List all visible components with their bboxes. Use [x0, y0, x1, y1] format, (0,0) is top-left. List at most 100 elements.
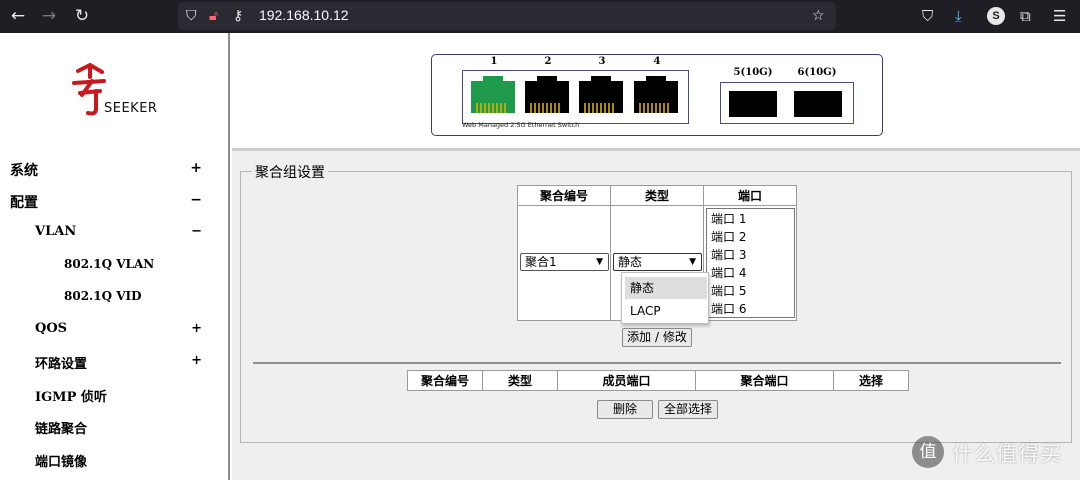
browser-toolbar: ← → ↻ ⛉ 🔓︎ ⚷ 192.168.10.12 ☆ ⛉ ⤓ S ⧉ ☰	[0, 0, 1080, 33]
port-4-icon	[634, 76, 678, 113]
menu-icon[interactable]: ☰	[1053, 7, 1067, 25]
column-header: 成员端口	[557, 370, 696, 391]
switch-status-area: 1 2 3 4	[232, 33, 1080, 151]
port-number: 2	[544, 56, 552, 67]
pocket-icon[interactable]: ⛉	[922, 7, 934, 25]
port-listbox[interactable]: 端口 1 端口 2 端口 3 端口 4 端口 5 端口 6	[706, 208, 795, 318]
port-option[interactable]: 端口 1	[711, 212, 747, 226]
menu-label: VLAN	[35, 224, 77, 239]
column-header: 端口	[703, 185, 797, 206]
column-header: 选择	[833, 370, 909, 391]
menu-label: 802.1Q VID	[64, 289, 142, 303]
switch-model-caption: Web Managed 2.5G Ethernet Switch	[462, 121, 580, 129]
column-header: 聚合编号	[517, 185, 611, 206]
extensions-icon[interactable]: ⧉	[1020, 7, 1031, 25]
menu-label: 系统	[10, 163, 38, 179]
expand-icon[interactable]: +	[190, 160, 202, 176]
menu-label: 链路聚合	[35, 422, 88, 437]
menu-label: IGMP 侦听	[35, 390, 107, 405]
group-cell: 聚合1 ▼	[517, 205, 611, 321]
type-dropdown-menu: 静态 LACP	[621, 272, 709, 324]
aggregation-fieldset: 聚合组设置 聚合编号 类型 端口 聚合1 ▼ 静态 ▼	[240, 162, 1072, 443]
main-content: 1 2 3 4	[232, 33, 1080, 480]
port-number: 1	[490, 56, 498, 67]
site-watermark: 值 什么值得买	[912, 436, 1080, 470]
group-select[interactable]: 聚合1 ▼	[520, 253, 609, 271]
type-option-lacp[interactable]: LACP	[630, 304, 661, 318]
menu-label: 配置	[10, 195, 38, 211]
chevron-down-icon: ▼	[689, 257, 696, 267]
port-2-icon	[525, 76, 569, 113]
sidebar: SEEKER 系统 + 配置 − VLAN − 802.1Q VLAN 802.…	[0, 33, 230, 480]
port-number: 3	[598, 56, 606, 67]
insecure-lock-icon[interactable]: 🔓︎	[209, 8, 219, 24]
menu-igmp[interactable]: IGMP 侦听	[0, 386, 228, 406]
bookmark-star-icon[interactable]: ☆	[812, 8, 825, 24]
sfp-port-number: 5(10G)	[733, 67, 773, 78]
address-bar[interactable]: ⛉ 🔓︎ ⚷ 192.168.10.12 ☆	[178, 2, 836, 30]
seeker-logo: SEEKER	[70, 62, 160, 123]
menu-label: 环路设置	[35, 357, 88, 372]
port-number: 4	[653, 56, 661, 67]
collapse-icon[interactable]: −	[191, 224, 202, 239]
port-option[interactable]: 端口 2	[711, 230, 747, 244]
section-title: 聚合组设置	[252, 162, 328, 182]
aggregation-config-table: 聚合编号 类型 端口 聚合1 ▼ 静态 ▼	[517, 185, 797, 321]
type-option-static[interactable]: 静态	[625, 277, 707, 299]
aggregation-group-table: 聚合编号 类型 成员端口 聚合端口 选择	[407, 370, 909, 391]
type-select[interactable]: 静态 ▼	[613, 253, 702, 271]
url-text[interactable]: 192.168.10.12	[259, 7, 349, 23]
expand-icon[interactable]: +	[191, 321, 202, 336]
column-header: 聚合端口	[695, 370, 834, 391]
add-modify-button[interactable]: 添加 / 修改	[622, 328, 692, 347]
menu-8021q-vlan[interactable]: 802.1Q VLAN	[0, 257, 228, 277]
menu-vlan[interactable]: VLAN −	[0, 224, 228, 244]
sfp-port-group: 5(10G) 6(10G)	[720, 67, 854, 124]
port-3-icon	[579, 76, 623, 113]
watermark-logo: 值	[912, 436, 944, 468]
column-header: 聚合编号	[407, 370, 483, 391]
forward-icon[interactable]: →	[41, 6, 57, 26]
sfp-port-5-icon	[729, 91, 777, 117]
logo-wordmark: SEEKER	[104, 101, 158, 116]
menu-link-aggregation[interactable]: 链路聚合	[0, 418, 228, 438]
reload-icon[interactable]: ↻	[74, 6, 90, 26]
port-cell: 端口 1 端口 2 端口 3 端口 4 端口 5 端口 6	[703, 205, 797, 321]
menu-loop[interactable]: 环路设置 +	[0, 353, 228, 373]
port-option[interactable]: 端口 5	[711, 284, 747, 298]
column-header: 类型	[610, 185, 704, 206]
chevron-down-icon: ▼	[596, 257, 603, 267]
account-avatar[interactable]: S	[987, 7, 1005, 25]
switch-front-panel: 1 2 3 4	[431, 54, 883, 136]
group-select-value: 聚合1	[525, 255, 557, 269]
divider	[253, 362, 1061, 364]
menu-label: 802.1Q VLAN	[64, 257, 155, 271]
shield-icon[interactable]: ⛉	[186, 8, 197, 24]
rj45-ports-drawing	[471, 76, 678, 113]
menu-system[interactable]: 系统 +	[0, 160, 228, 180]
menu-label: QOS	[35, 321, 68, 336]
rj45-port-group: 1 2 3 4	[462, 56, 689, 124]
collapse-icon[interactable]: −	[190, 192, 202, 208]
sfp-port-number: 6(10G)	[797, 67, 837, 78]
watermark-text: 什么值得买	[952, 442, 1062, 466]
port-1-icon	[471, 76, 515, 113]
type-select-value: 静态	[618, 255, 643, 269]
downloads-icon[interactable]: ⤓	[955, 7, 962, 25]
select-all-button[interactable]: 全部选择	[658, 400, 718, 419]
back-icon[interactable]: ←	[10, 6, 26, 26]
menu-config[interactable]: 配置 −	[0, 192, 228, 212]
menu-qos[interactable]: QOS +	[0, 321, 228, 341]
menu-8021q-vid[interactable]: 802.1Q VID	[0, 289, 228, 309]
expand-icon[interactable]: +	[191, 353, 202, 368]
menu-port-mirror[interactable]: 端口镜像	[0, 451, 228, 471]
port-option[interactable]: 端口 4	[711, 266, 747, 280]
seeker-logo-mark	[72, 62, 106, 116]
delete-button[interactable]: 删除	[597, 400, 653, 419]
permissions-key-icon[interactable]: ⚷	[233, 8, 244, 24]
menu-label: 端口镜像	[35, 455, 88, 470]
sfp-port-6-icon	[794, 91, 842, 117]
column-header: 类型	[482, 370, 558, 391]
port-option[interactable]: 端口 3	[711, 248, 747, 262]
port-option[interactable]: 端口 6	[711, 302, 747, 316]
